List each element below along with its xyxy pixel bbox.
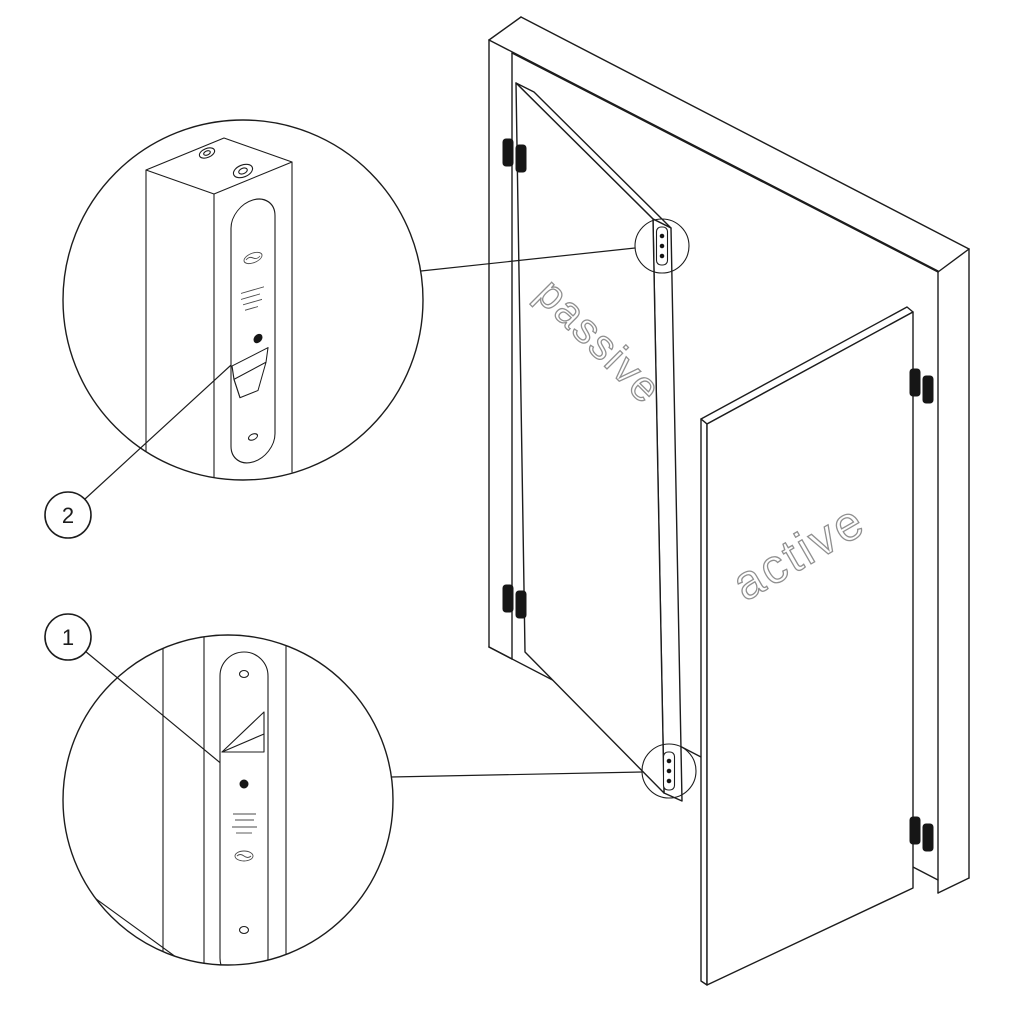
frame-right-corner-edge (937, 248, 970, 273)
top-flush-bolt-location (634, 218, 690, 274)
bottom-flush-bolt-location (641, 743, 697, 799)
bottom-bolt-dot-3 (666, 778, 672, 784)
bolt-lever-flap (233, 361, 267, 399)
top-detail-circle (62, 119, 424, 481)
faceplate-screw (247, 433, 259, 441)
active-door-upper-hinge (909, 368, 934, 404)
hinge-knuckle (502, 138, 514, 167)
callout-balloon-1: 1 (44, 613, 92, 661)
frame-header-front-edge (488, 39, 939, 272)
bolt-guide-hole (232, 163, 254, 179)
bolt-rod-hole (198, 147, 216, 159)
active-door-left-edge-face (700, 418, 708, 986)
bottom-detail-view-contents (69, 636, 287, 965)
hinge-knuckle (502, 584, 514, 613)
bottom-bolt-dot-2 (666, 768, 672, 774)
fine-print-lines (241, 286, 264, 311)
rod-hole-inner (203, 150, 211, 156)
active-door: active (700, 306, 914, 986)
callout-2-number: 2 (62, 503, 74, 528)
bottom-detail-circle (62, 634, 394, 966)
hinge-knuckle (515, 144, 527, 173)
bolt-release-button (239, 779, 249, 789)
callout-1-number: 1 (62, 625, 74, 650)
bottom-bolt-reference-circle (641, 743, 697, 799)
faceplate-outline (219, 651, 269, 965)
leader-bottomdetail-to-door (390, 771, 643, 778)
brand-logo-swoosh (236, 854, 252, 858)
active-door-front-face (706, 311, 914, 986)
faceplate-screw (238, 669, 250, 679)
frame-right-jamb-bottom (937, 877, 970, 894)
rod-hole-outer (198, 147, 216, 159)
top-detail-view-contents (145, 137, 293, 479)
bottom-bolt-dot-1 (666, 758, 672, 764)
bolt-lever-triangle (221, 711, 265, 753)
hinge-knuckle (922, 823, 934, 852)
hinge-knuckle (515, 590, 527, 619)
brand-logo-swoosh (245, 255, 261, 261)
fine-print-lines (232, 813, 257, 834)
faceplate-screw-lower (238, 925, 250, 935)
frame-header-outer-edge (520, 16, 970, 250)
passive-door: passive (515, 82, 683, 802)
callout-1-circle (44, 613, 92, 661)
bolt-release-button (253, 333, 263, 344)
top-bolt-dot-2 (659, 243, 665, 249)
top-bolt-dot-1 (659, 233, 665, 239)
hinge-knuckle (909, 816, 921, 845)
bolt-top-face (145, 137, 293, 195)
brand-logo-icon (234, 850, 254, 862)
passive-door-front-face (515, 82, 665, 794)
hinge-knuckle (922, 375, 934, 404)
callout-balloon-2: 2 (44, 491, 92, 539)
frame-header-inner-edge (511, 52, 939, 273)
active-door-lower-hinge (909, 816, 934, 852)
frame-corner-edge (488, 16, 522, 41)
top-bolt-reference-circle (634, 218, 690, 274)
leader-topdetail-to-door (420, 247, 636, 272)
leader-callout2-to-bolt (84, 343, 255, 500)
top-bolt-dot-3 (659, 253, 665, 259)
callout-2-circle (44, 491, 92, 539)
passive-door-lower-hinge (502, 584, 527, 619)
guide-hole-inner (238, 167, 248, 175)
passive-door-upper-hinge (502, 138, 527, 173)
hinge-knuckle (909, 368, 921, 397)
top-flush-bolt-faceplate (230, 198, 276, 464)
faceplate-outline (230, 198, 276, 464)
bolt-lever-fold (221, 733, 265, 753)
guide-hole-outer (232, 163, 254, 179)
brand-logo-icon (243, 251, 263, 265)
